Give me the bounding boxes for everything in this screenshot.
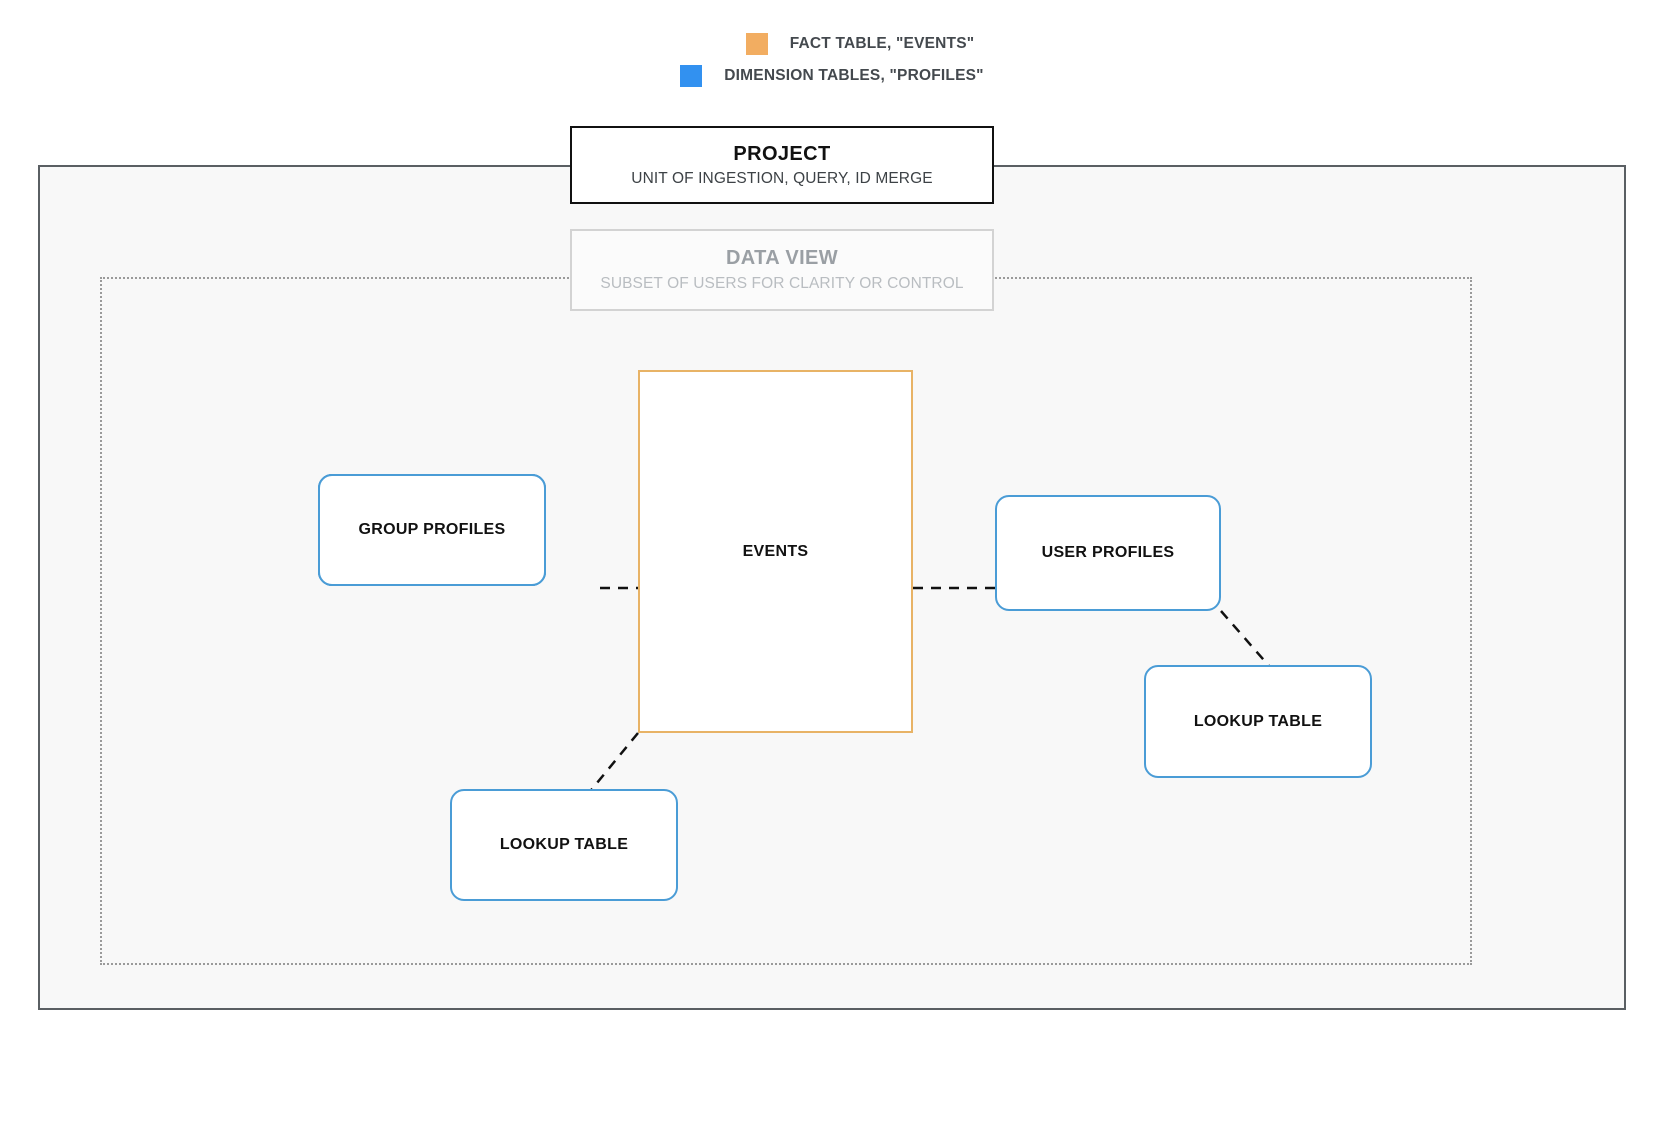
data-view-title: DATA VIEW: [725, 247, 839, 269]
square-swatch-icon: [745, 33, 768, 55]
data-view-subtitle: SUBSET OF USERS FOR CLARITY OR CONTROL: [600, 275, 964, 292]
node-lookup-table-left-label: LOOKUP TABLE: [499, 836, 629, 853]
group-profiles-card-front[interactable]: GROUP PROFILES: [318, 474, 546, 586]
legend-label-dimension-tables: DIMENSION TABLES, "PROFILES": [724, 67, 984, 84]
node-lookup-table-right-label: LOOKUP TABLE: [1193, 712, 1323, 730]
node-lookup-table-left[interactable]: LOOKUP TABLE: [450, 789, 678, 901]
node-events-label: EVENTS: [742, 542, 809, 560]
project-subtitle: UNIT OF INGESTION, QUERY, ID MERGE: [631, 169, 933, 187]
project-label-box[interactable]: PROJECT UNIT OF INGESTION, QUERY, ID MER…: [570, 126, 994, 204]
legend-item-fact-table: FACT TABLE, "EVENTS": [0, 28, 1664, 60]
square-swatch-icon: [680, 65, 703, 87]
legend-label-fact-table: FACT TABLE, "EVENTS": [789, 35, 975, 52]
node-lookup-table-right[interactable]: LOOKUP TABLE: [1144, 665, 1372, 778]
node-user-profiles[interactable]: USER PROFILES: [995, 495, 1221, 611]
node-group-profiles[interactable]: GROUP PROFILES: [318, 474, 578, 609]
legend: FACT TABLE, "EVENTS" DIMENSION TABLES, "…: [0, 28, 1664, 92]
legend-item-dimension-tables: DIMENSION TABLES, "PROFILES": [0, 60, 1664, 92]
node-events[interactable]: EVENTS: [638, 370, 913, 733]
data-view-label-box[interactable]: DATA VIEW SUBSET OF USERS FOR CLARITY OR…: [570, 229, 994, 311]
node-user-profiles-label: USER PROFILES: [1041, 544, 1175, 561]
project-title: PROJECT: [733, 142, 831, 165]
node-group-profiles-label: GROUP PROFILES: [358, 521, 506, 538]
